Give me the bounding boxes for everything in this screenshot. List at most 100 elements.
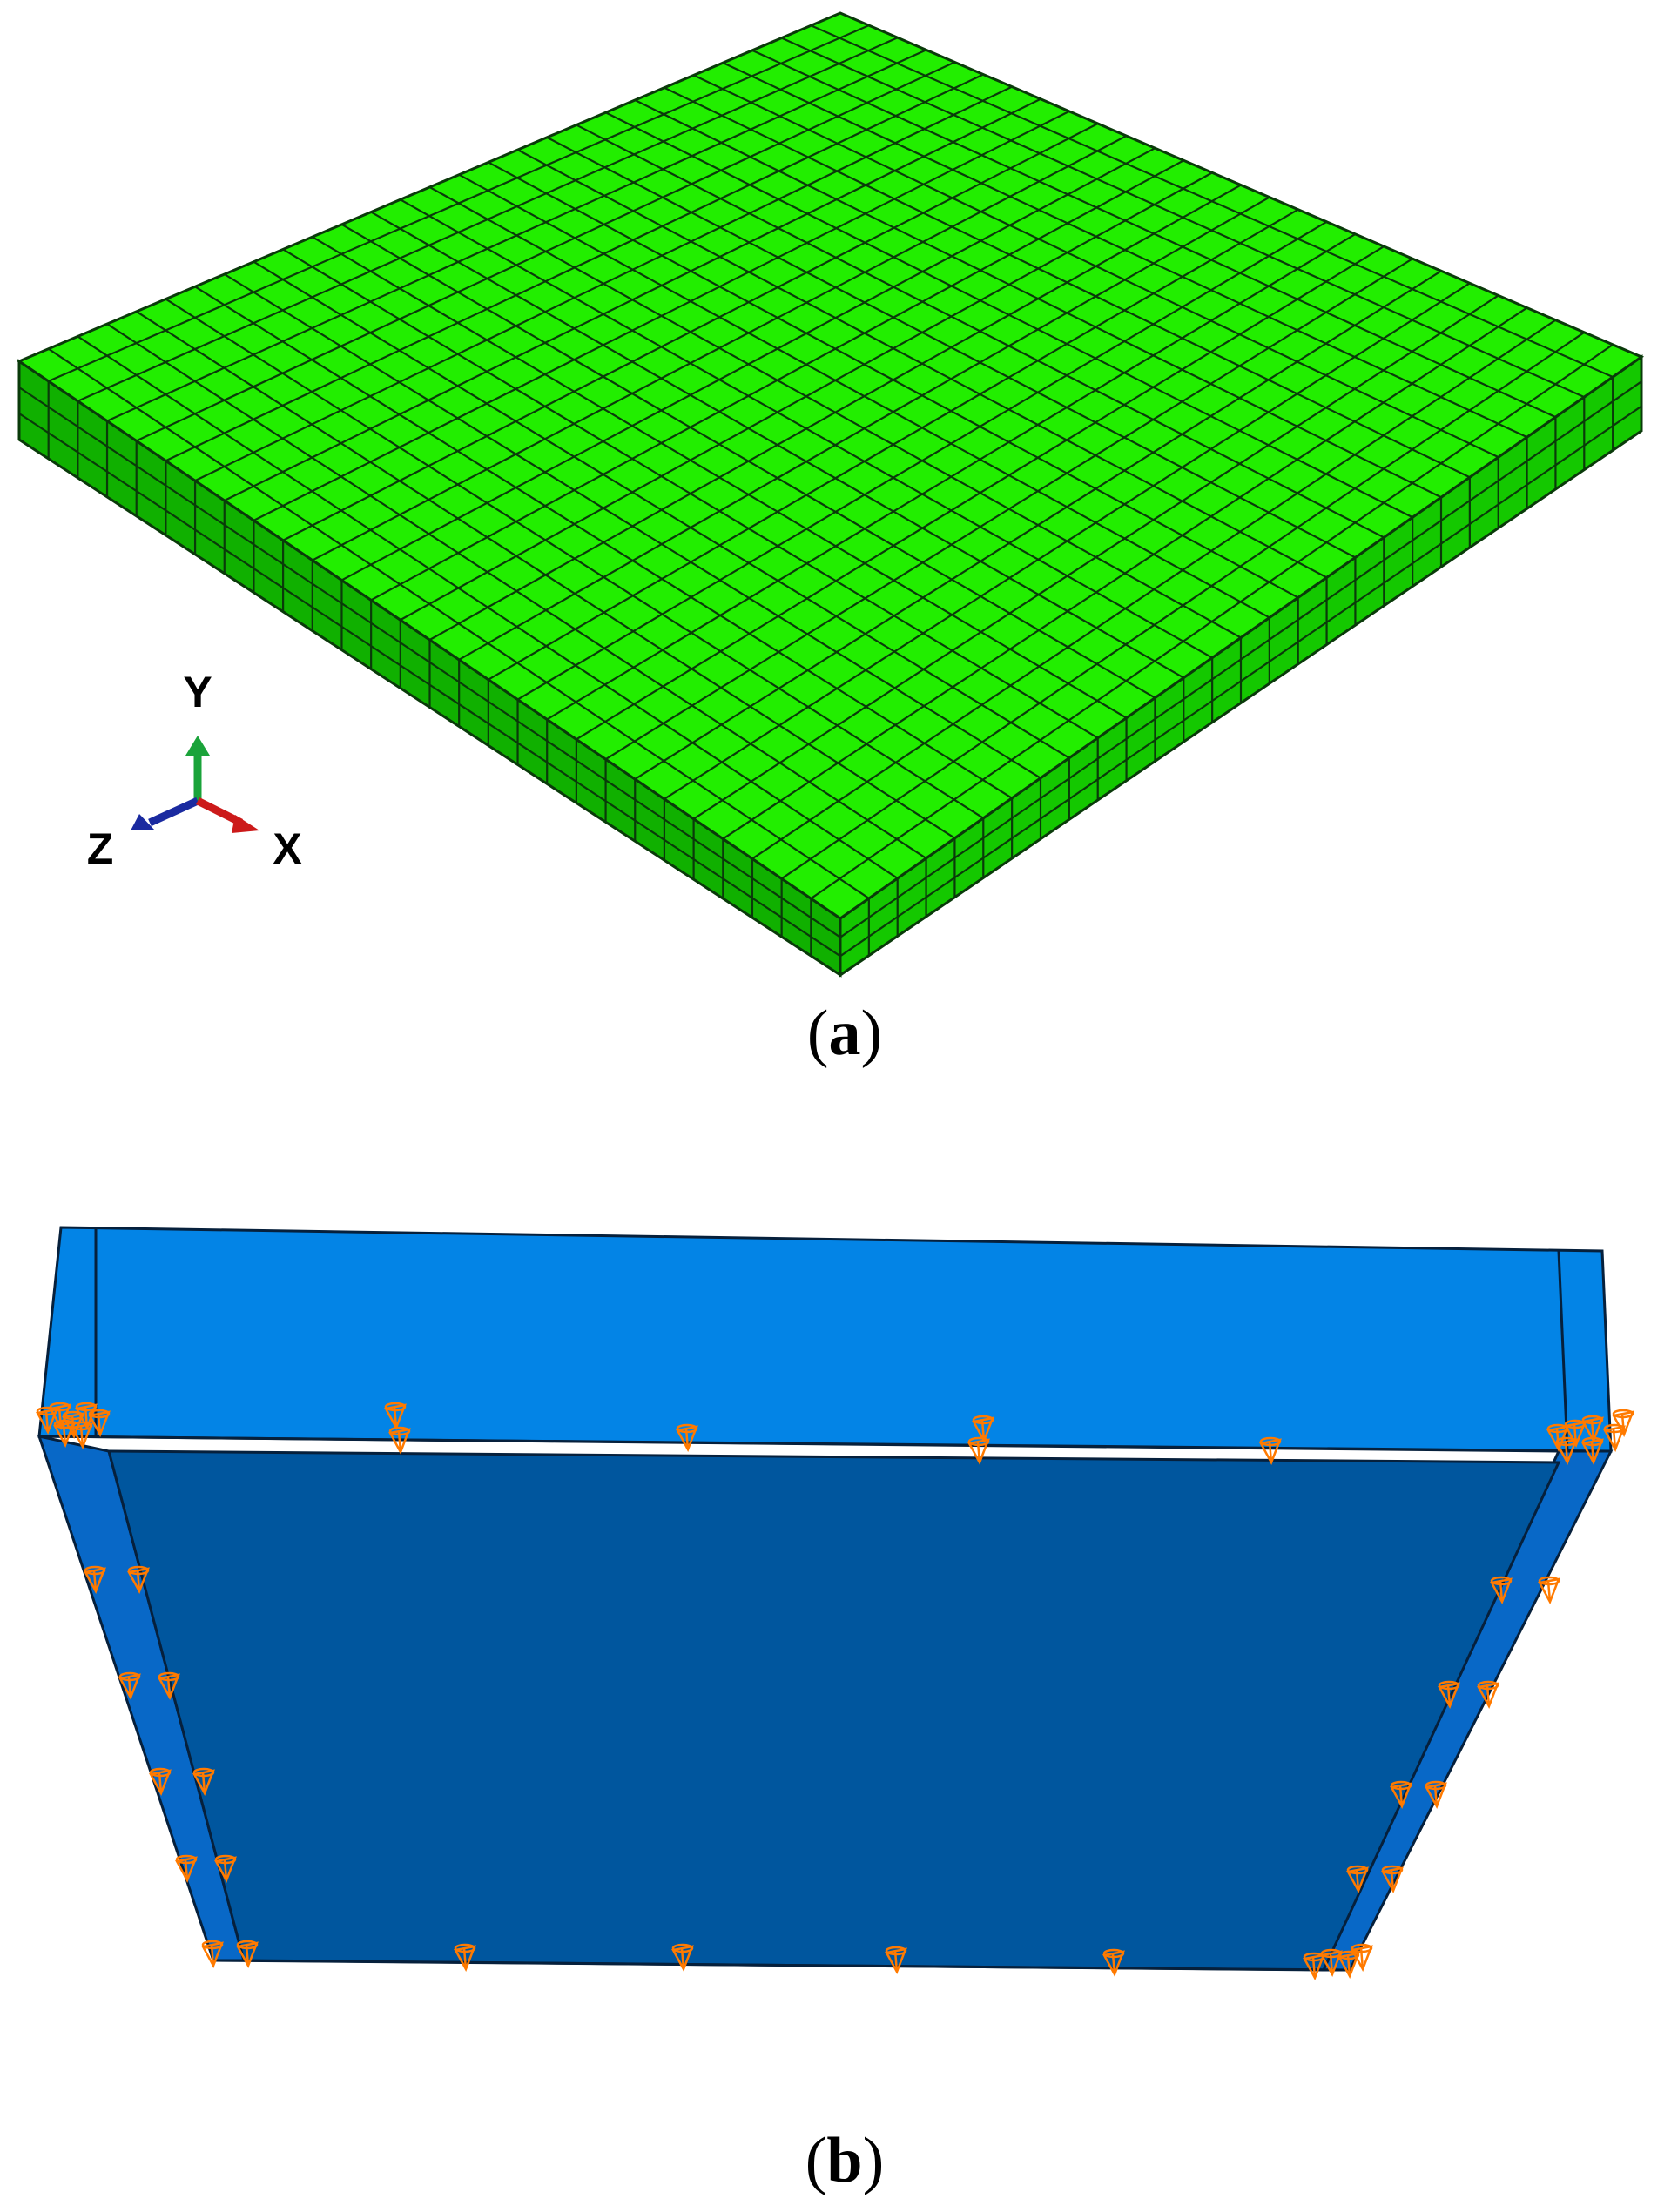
constraint-symbol (1337, 1950, 1360, 1979)
constraint-symbol (1351, 1943, 1373, 1972)
mesh-top-line (751, 49, 1556, 419)
constraint-symbol (671, 1943, 694, 1972)
constraint-base (127, 1565, 150, 1576)
constraint-symbol (149, 1767, 172, 1796)
constraint-base (175, 1854, 198, 1865)
mesh-top-line (605, 111, 1413, 519)
constraint-base (71, 1421, 93, 1431)
constraint-base (62, 1410, 84, 1421)
plate-top-rim (38, 1435, 1612, 1453)
constraint-symbol (214, 1854, 237, 1883)
caption-a: (a) (806, 998, 883, 1069)
constraint-base (671, 1943, 694, 1953)
constraint-symbol (1477, 1680, 1499, 1709)
constraint-symbol (71, 1421, 93, 1449)
constraint-symbol (1438, 1680, 1460, 1709)
constraint-base (1438, 1680, 1460, 1691)
mesh-top-line (340, 223, 1156, 699)
constraint-symbol (1259, 1436, 1282, 1465)
mesh-top-line (253, 260, 1070, 759)
mesh-top-line (194, 286, 1013, 799)
z-axis-arrowhead (131, 814, 155, 830)
constraint-base (1490, 1576, 1513, 1586)
x-axis-arrowhead (232, 815, 259, 833)
constraint-symbol (1555, 1436, 1578, 1465)
constraint-base (1477, 1680, 1499, 1691)
constraint-base (214, 1854, 237, 1865)
constraint-base (1381, 1865, 1404, 1875)
constraint-base (1612, 1409, 1634, 1419)
constraint-base (1346, 1865, 1369, 1875)
mesh-top-line (546, 136, 1356, 559)
mesh-top-line (77, 335, 899, 879)
x-axis-arrow (195, 797, 244, 827)
constraint-base (967, 1436, 990, 1447)
coordinate-triad: Y Z X (87, 668, 302, 873)
mesh-top-line (693, 74, 1499, 459)
z-axis-arrow (148, 797, 199, 827)
mesh-top-line (224, 273, 1041, 779)
constraint-symbol (1581, 1436, 1604, 1465)
constraint-base (118, 1671, 141, 1682)
mesh-top-line (48, 347, 870, 899)
mesh-top-line (428, 186, 1242, 639)
plate-inner-edge-right (1557, 1250, 1569, 1452)
constraint-base (384, 1402, 407, 1412)
mesh-top-line (517, 149, 1328, 579)
mesh-top-line (488, 161, 1299, 599)
constraint-symbol (84, 1565, 106, 1594)
constraint-base (1351, 1943, 1373, 1953)
constraint-base (454, 1943, 476, 1953)
plate-bottom-face (107, 1449, 1561, 1972)
constraint-symbol (454, 1943, 476, 1972)
constraint-symbol (1381, 1865, 1404, 1893)
constraint-symbol (236, 1940, 259, 1968)
mesh-top-line (370, 211, 1184, 679)
mesh-top-line (576, 124, 1385, 539)
constraint-symbol (158, 1671, 180, 1700)
plate-bottom-rim (212, 1959, 1351, 1972)
constraint-symbol (201, 1940, 224, 1968)
constraint-symbol (885, 1946, 907, 1974)
constraint-symbol (967, 1436, 990, 1465)
constraint-base (1259, 1436, 1282, 1447)
constraint-base (75, 1402, 98, 1412)
mesh-plate-top-face (16, 11, 1645, 920)
constraint-base (1581, 1415, 1604, 1425)
constraint-base (88, 1409, 111, 1419)
mesh-top-line (165, 298, 984, 819)
caption-a-letter: a (828, 998, 861, 1069)
boundary-condition-figure (36, 1226, 1634, 1980)
constraint-symbol (1102, 1948, 1125, 1977)
constraint-base (1390, 1780, 1412, 1791)
constraint-symbol (388, 1426, 411, 1455)
constraint-base (236, 1940, 259, 1950)
constraint-base (885, 1946, 907, 1956)
mesh-top-line (664, 86, 1471, 479)
constraint-base (158, 1671, 180, 1682)
y-axis-arrowhead (185, 736, 210, 756)
mesh-top-line (400, 198, 1213, 659)
constraint-base (1425, 1780, 1447, 1791)
mesh-top-line (810, 24, 1614, 379)
mesh-layer-line (18, 387, 841, 938)
mesh-top-line (136, 310, 956, 839)
constraint-symbol (972, 1415, 994, 1443)
constraint-base (84, 1565, 106, 1576)
constraint-symbol (1425, 1780, 1447, 1809)
constraint-base (1555, 1436, 1578, 1447)
y-axis-label: Y (183, 668, 212, 716)
constraint-symbol (1612, 1409, 1634, 1437)
caption-b: (b) (805, 2125, 885, 2196)
constraint-base (1102, 1948, 1125, 1959)
constraint-symbol (1390, 1780, 1412, 1809)
mesh-element-grid (18, 24, 1642, 958)
constraint-symbol (192, 1767, 215, 1796)
constraint-symbol (127, 1565, 150, 1594)
constraint-symbol (175, 1854, 198, 1883)
constraint-symbol (118, 1671, 141, 1700)
caption-b-letter: b (826, 2125, 863, 2196)
constraint-symbol (1346, 1865, 1369, 1893)
constraint-base (1538, 1576, 1560, 1586)
constraint-symbol (1538, 1576, 1560, 1604)
